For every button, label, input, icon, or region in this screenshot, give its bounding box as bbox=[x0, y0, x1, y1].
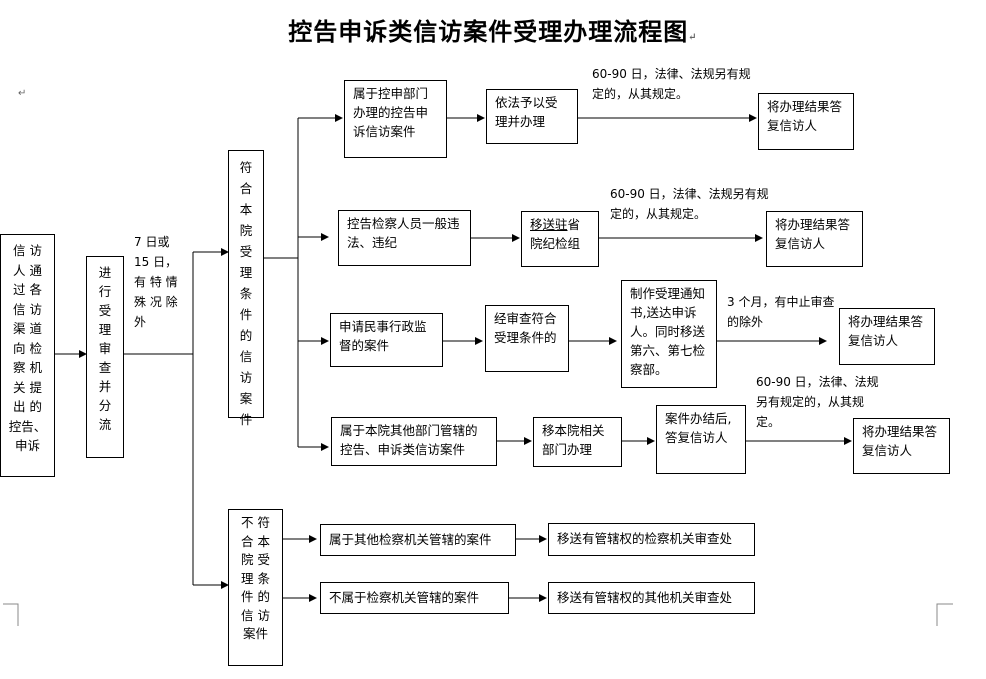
accept-node: 符 合 本 院 受 理 条 件 的 信 访 案 件 bbox=[228, 150, 264, 427]
r5-step-box: 移送有管辖权的检察机关审查处 bbox=[548, 523, 755, 556]
review-node: 进 行 受 理 审 查 并 分 流 bbox=[86, 256, 124, 458]
r4-time-note: 60-90 日，法律、法规另有规定的，从其规定。 bbox=[756, 375, 879, 429]
r1-case-box: 属于控申部门办理的控告申诉信访案件 bbox=[344, 80, 447, 158]
r2-step-box: 移送驻省院纪检组 bbox=[521, 211, 599, 267]
r3-result-box: 将办理结果答复信访人 bbox=[839, 308, 935, 365]
r1-result-box: 将办理结果答复信访人 bbox=[758, 93, 854, 150]
r3-time-note: 3 个月，有中止审查的除外 bbox=[727, 295, 835, 329]
r3-case-box: 申请民事行政监督的案件 bbox=[330, 313, 443, 367]
r3-step2-box: 制作受理通知书,送达申诉人。同时移送第六、第七检察部。 bbox=[621, 280, 717, 388]
time-limit-note: 7 日或 15 日，有 特 情 殊 况 除 外 bbox=[134, 235, 178, 329]
r4-case-box: 属于本院其他部门管辖的控告、申诉类信访案件 bbox=[331, 417, 497, 466]
r3-step-box: 经审查符合受理条件的 bbox=[485, 305, 569, 372]
r4-step-box: 移本院相关部门办理 bbox=[533, 417, 622, 467]
reject-node: 不 符 合 本 院 受 理 条 件 的 信 访 案件 bbox=[228, 509, 283, 666]
r1-time-note: 60-90 日，法律、法规另有规定的，从其规定。 bbox=[592, 67, 751, 101]
r6-case-box: 不属于检察机关管辖的案件 bbox=[320, 582, 509, 614]
r5-case-box: 属于其他检察机关管辖的案件 bbox=[320, 524, 516, 556]
r1-step-box: 依法予以受理并办理 bbox=[486, 89, 578, 144]
paragraph-mark: ↵ bbox=[18, 88, 27, 99]
start-node: 信 访 人 通 过 各 信 访 渠 道 向 检 察 机 关 提 出 的 控告、申… bbox=[0, 234, 55, 477]
r4-step2-box: 案件办结后,答复信访人 bbox=[656, 405, 746, 474]
r6-step-box: 移送有管辖权的其他机关审查处 bbox=[548, 582, 755, 614]
r2-time-note: 60-90 日，法律、法规另有规定的，从其规定。 bbox=[610, 187, 769, 221]
r2-result-box: 将办理结果答复信访人 bbox=[766, 211, 863, 267]
r2-case-box: 控告检察人员一般违法、违纪 bbox=[338, 210, 471, 266]
r4-result-box: 将办理结果答复信访人 bbox=[853, 418, 950, 474]
page-title: 控告申诉类信访案件受理办理流程图↵ bbox=[288, 17, 698, 46]
